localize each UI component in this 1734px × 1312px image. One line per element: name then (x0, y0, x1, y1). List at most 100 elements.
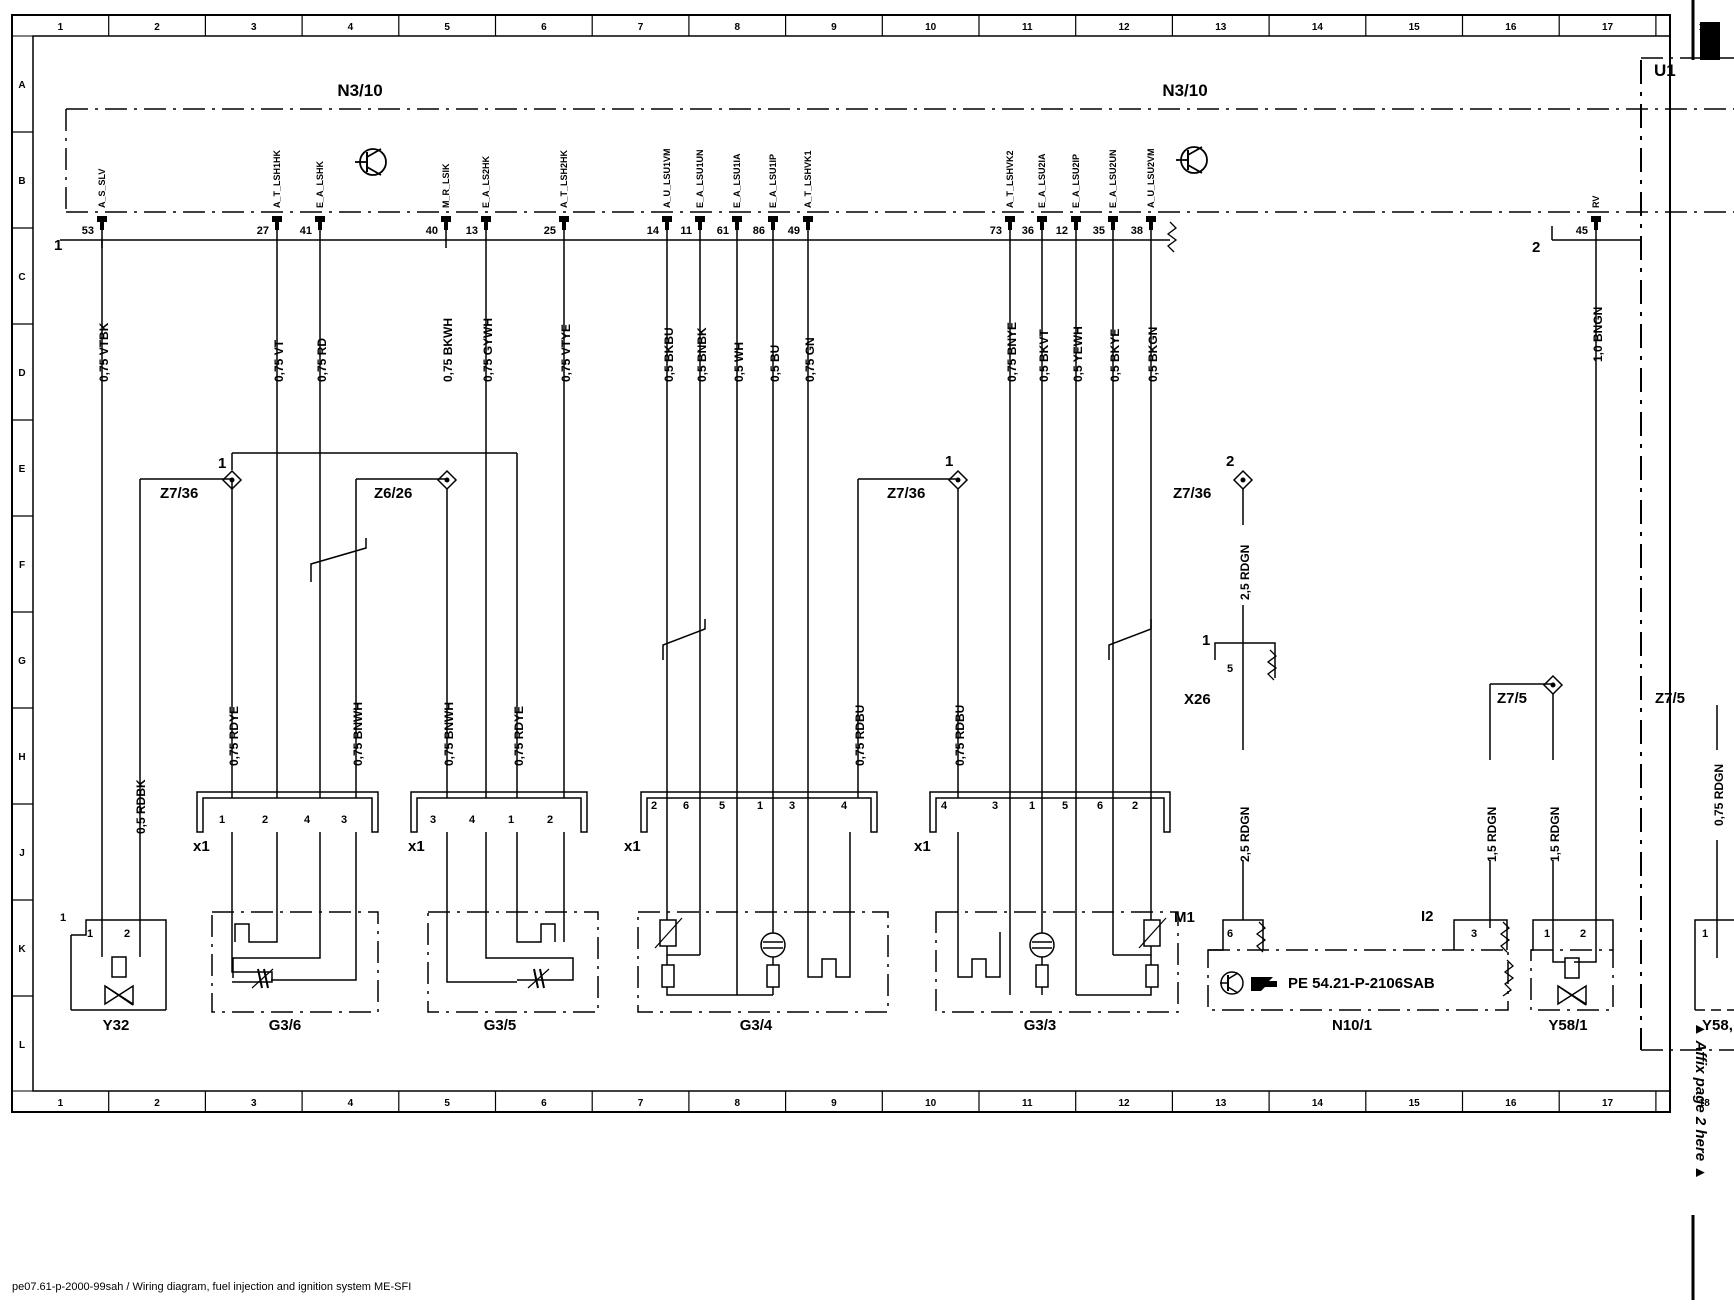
grid-row-label: D (18, 368, 25, 379)
ecu-wire-label: 0,5 BU (768, 345, 782, 382)
grid-column-label: 9 (831, 1098, 837, 1109)
grid-column-label: 13 (1215, 1098, 1227, 1109)
transistor-icon (1176, 146, 1208, 174)
connector-pin: 3 (992, 800, 998, 812)
connector-pin: 4 (304, 814, 311, 826)
component-pin: 6 (1227, 928, 1233, 940)
component-label-g3-6: G3/6 (269, 1017, 302, 1034)
ecu-signal-name: M_R_LSIK (441, 163, 451, 208)
wire-label: 1,5 RDGN (1548, 807, 1562, 862)
splice-wiring (139, 452, 1718, 928)
component-pin: 2 (1580, 928, 1586, 940)
splice-id: 1 (945, 453, 953, 470)
x1-connector-g3-6: 1 2 4 3 (196, 248, 379, 833)
grid-column-label: 14 (1312, 22, 1324, 33)
grid-column-label: 17 (1602, 1098, 1614, 1109)
ecu-pin-number: 14 (647, 225, 660, 237)
grid-column-label: 3 (251, 1098, 257, 1109)
connector-pin: 2 (651, 800, 657, 812)
grid-row-label: A (18, 80, 25, 91)
grid-row-label: L (19, 1040, 25, 1051)
splice-label: Z7/5 (1497, 690, 1527, 707)
grid-column-label: 16 (1505, 1098, 1517, 1109)
grid-row-label: F (19, 560, 25, 571)
x26-id: 1 (1202, 632, 1210, 649)
ecu-wire-label: 0,75 VTYE (559, 324, 573, 382)
wire-label: 0,75 BNWH (442, 702, 456, 766)
grid-column-label: 7 (638, 1098, 644, 1109)
ecu-signal-name: E_A_LSU1IP (768, 154, 778, 208)
ecu-wire-label: 0,5 BKYE (1108, 329, 1122, 382)
ecu-signal-name: A_U_LSU2VM (1146, 148, 1156, 208)
grid-column-label: 18 (1699, 1098, 1711, 1109)
x1-label: x1 (914, 838, 931, 855)
ecu-wire-label: 0,75 BKWH (441, 318, 455, 382)
wire-label: 0,5 RDBK (134, 779, 148, 834)
g3-4-lambda-sensor-component (637, 248, 889, 1013)
component-pin: 1 (87, 928, 93, 940)
ecu-pin-number: 53 (82, 225, 94, 237)
connector-pin: 1 (1029, 800, 1035, 812)
grid-column-label: 4 (348, 22, 354, 33)
ecu-connector-1-label: 1 (54, 237, 62, 254)
ecu-signal-name: A_T_LSHVK2 (1005, 150, 1015, 208)
ecu-wire-label: 0,5 BKBU (662, 327, 676, 382)
grid-column-label: 9 (831, 22, 837, 33)
ecu-pin-jack (695, 216, 705, 230)
splice-label: Z6/26 (374, 485, 412, 502)
ecu-signal-name: E_A_LSU1IA (732, 153, 742, 208)
grid-column-label: 1 (58, 22, 64, 33)
connector-pin: 6 (1097, 800, 1103, 812)
y58-partial-component (1694, 919, 1734, 1011)
grid-column-label: 5 (444, 22, 450, 33)
grid-row-label: G (18, 656, 26, 667)
ecu-pin-jack (481, 216, 491, 230)
wire-label: 0,75 RDBU (953, 705, 967, 766)
ecu-pin-number: 13 (466, 225, 478, 237)
x1-label: x1 (408, 838, 425, 855)
component-pin: 1 (1544, 928, 1550, 940)
wire-label: 0,75 RDGN (1712, 764, 1726, 826)
component-label-y58-1: Y58/1 (1548, 1017, 1587, 1034)
y32-valve-component (70, 240, 167, 1011)
connector-pin: 6 (683, 800, 689, 812)
ecu-pin-jack (1071, 216, 1081, 230)
ecu-n3-10-box (60, 57, 1734, 1051)
ecu-pin-jack (662, 216, 672, 230)
ecu-connector-2-label: 2 (1532, 239, 1540, 256)
component-label-y58-partial: Y58, (1702, 1017, 1733, 1034)
ecu-pin-number: 38 (1131, 225, 1143, 237)
g3-3-lambda-sensor-component (935, 248, 1179, 1013)
grid-column-label: 6 (541, 22, 547, 33)
wire-label: 2,5 RDGN (1238, 545, 1252, 600)
grid-column-label: 2 (154, 22, 160, 33)
ecu-pin-jack (315, 216, 325, 230)
grid-column-label: 11 (1022, 1098, 1033, 1109)
ecu-pin-number: 45 (1576, 225, 1588, 237)
ecu-wire-label: 0,75 RD (315, 338, 329, 382)
ecu-signal-name: RV (1591, 196, 1601, 208)
ecu-signal-name: A_T_LSH1HK (272, 149, 282, 208)
grid-row-label: H (18, 752, 25, 763)
connector-pin: 4 (469, 814, 476, 826)
ecu-signal-name: A_U_LSU1VM (662, 148, 672, 208)
ecu-pin-number: 40 (426, 225, 438, 237)
component-pin: 1 (1702, 928, 1708, 940)
grid-column-label: 11 (1022, 22, 1033, 33)
component-label-g3-5: G3/5 (484, 1017, 517, 1034)
ecu-pin-jack (97, 216, 107, 230)
ecu-signal-name: E_A_LSU2IA (1037, 153, 1047, 208)
wire-label: 0,75 RDBU (853, 705, 867, 766)
ecu-wire-label: 0,75 BNYE (1005, 322, 1019, 382)
ecu-wire-label: 0,5 BKVT (1037, 329, 1051, 382)
ecu-pin-number: 73 (990, 225, 1002, 237)
splice-label: Z7/36 (160, 485, 198, 502)
ecu-wire-label: 0,75 VT (272, 339, 286, 382)
grid-row-label: E (19, 464, 26, 475)
ecu-signal-name: E_A_LSU1UN (695, 149, 705, 208)
grid-row-label: C (18, 272, 25, 283)
connector-pin: 5 (719, 800, 725, 812)
ecu-signal-name: A_T_LSHVK1 (803, 150, 813, 208)
component-label-m1: M1 (1174, 909, 1195, 926)
grid-column-label: 3 (251, 22, 257, 33)
